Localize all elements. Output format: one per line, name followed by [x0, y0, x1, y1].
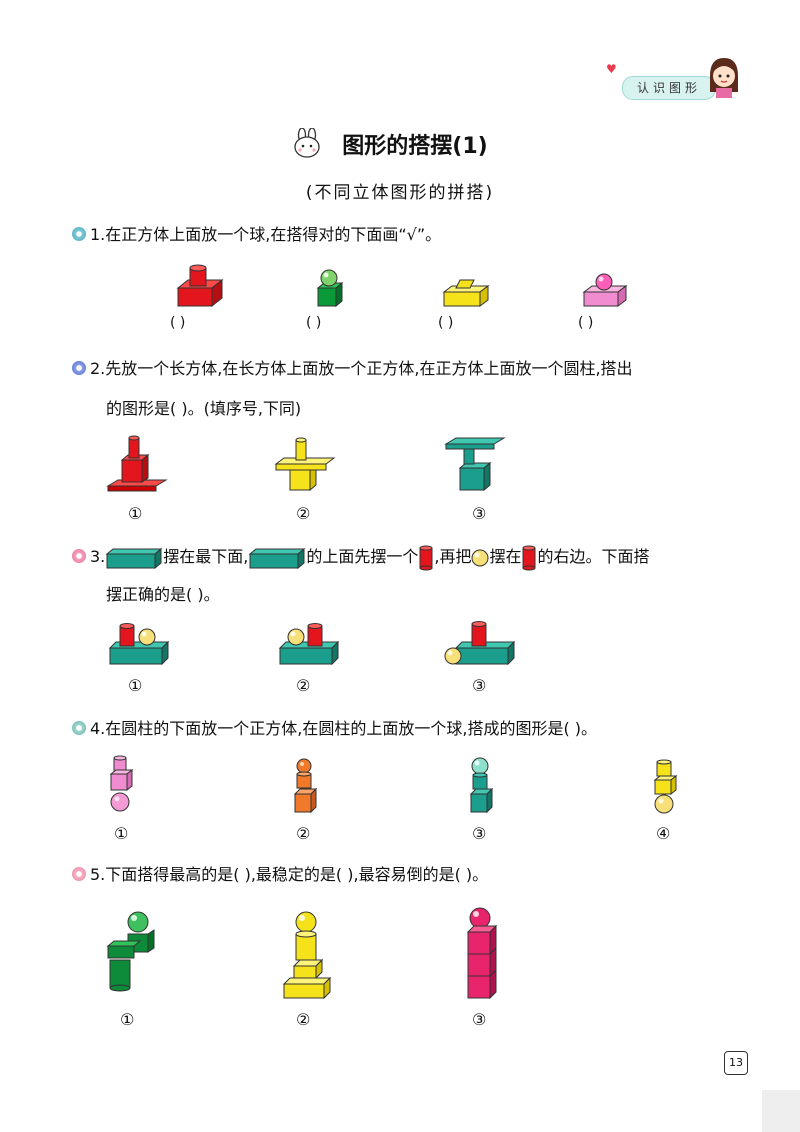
q4-label-3: ③: [472, 824, 487, 843]
question-3: 3. 摆在最下面, 的上面先摆一个 ,再把摆在的右边。下面搭: [72, 544, 650, 571]
question-5: 5.下面搭得最高的是( ),最稳定的是( ),最容易倒的是( )。: [72, 862, 488, 888]
q1-answer-a[interactable]: ( ): [170, 315, 186, 331]
q4-label-4: ④: [656, 824, 671, 843]
q4-figure-2: [293, 758, 318, 814]
bullet-icon: [72, 227, 86, 241]
bullet-icon: [72, 867, 86, 881]
q3-figure-1: [108, 623, 170, 666]
girl-avatar-icon: [710, 58, 738, 98]
question-3-part: 3.: [90, 547, 106, 566]
page-number: 13: [724, 1051, 748, 1075]
heart-icon: ♥: [606, 62, 617, 76]
cylinder-icon: [419, 545, 433, 570]
q3-label-3: ③: [472, 676, 487, 695]
page-corner: [762, 1090, 800, 1132]
q5-figure-1: [106, 911, 155, 992]
q4-label-2: ②: [296, 824, 311, 843]
q5-figure-3: [466, 907, 498, 1000]
q5-figure-2: [282, 911, 332, 1000]
question-1-text: 1.在正方体上面放一个球,在搭得对的下面画“√”。: [90, 225, 442, 244]
question-5-text: 5.下面搭得最高的是( ),最稳定的是( ),最容易倒的是( )。: [90, 865, 489, 884]
q4-figure-4: [653, 759, 678, 814]
q1-figure-b: [316, 269, 344, 308]
question-3-part: 摆在: [489, 547, 522, 566]
question-2-line2: 的图形是( )。(填序号,下同): [106, 399, 302, 418]
q3-label-1: ①: [128, 676, 143, 695]
q1-answer-d[interactable]: ( ): [578, 315, 594, 331]
q4-figure-3: [469, 757, 494, 814]
bullet-icon: [72, 549, 86, 563]
q1-figure-a: [176, 264, 224, 308]
q5-label-2: ②: [296, 1010, 311, 1029]
bullet-icon: [72, 361, 86, 375]
question-3-part: 的右边。下面搭: [537, 547, 650, 566]
q4-label-1: ①: [114, 824, 129, 843]
q2-figure-2: [274, 437, 336, 492]
question-3-part: 的上面先摆一个: [306, 547, 419, 566]
question-4: 4.在圆柱的下面放一个正方体,在圆柱的上面放一个球,搭成的图形是( )。: [72, 716, 597, 742]
bunny-icon: [294, 128, 320, 158]
question-4-text: 4.在圆柱的下面放一个正方体,在圆柱的上面放一个球,搭成的图形是( )。: [90, 719, 598, 738]
q2-figure-3: [444, 437, 506, 492]
bullet-icon: [72, 721, 86, 735]
q1-figure-d: [582, 273, 628, 307]
q1-answer-b[interactable]: ( ): [306, 315, 322, 331]
q5-label-1: ①: [120, 1010, 135, 1029]
section-tag: 认识图形: [622, 76, 716, 100]
q3-label-2: ②: [296, 676, 311, 695]
q2-label-2: ②: [296, 504, 311, 523]
question-3-line2: 摆正确的是( )。: [106, 585, 220, 604]
q2-label-3: ③: [472, 504, 487, 523]
question-3-part: ,再把: [434, 547, 472, 566]
q3-figure-3: [444, 621, 516, 666]
cuboid-icon: [105, 547, 163, 569]
cuboid-icon: [248, 547, 306, 569]
question-1: 1.在正方体上面放一个球,在搭得对的下面画“√”。: [72, 222, 441, 248]
question-2: 2.先放一个长方体,在长方体上面放一个正方体,在正方体上面放一个圆柱,搭出: [72, 356, 633, 382]
question-3-part: 摆在最下面,: [163, 547, 249, 566]
q4-figure-1: [109, 755, 134, 812]
q1-answer-c[interactable]: ( ): [438, 315, 454, 331]
q3-figure-2: [278, 623, 340, 666]
q2-figure-1: [106, 435, 168, 492]
question-2-line1: 2.先放一个长方体,在长方体上面放一个正方体,在正方体上面放一个圆柱,搭出: [90, 359, 633, 378]
page-title: 图形的搭摆(1): [342, 134, 488, 159]
ball-icon: [471, 549, 489, 566]
q5-label-3: ③: [472, 1010, 487, 1029]
q2-label-1: ①: [128, 504, 143, 523]
q1-figure-c: [442, 279, 490, 307]
cylinder-icon: [522, 545, 536, 570]
page-subtitle: (不同立体图形的拼搭): [305, 183, 495, 203]
